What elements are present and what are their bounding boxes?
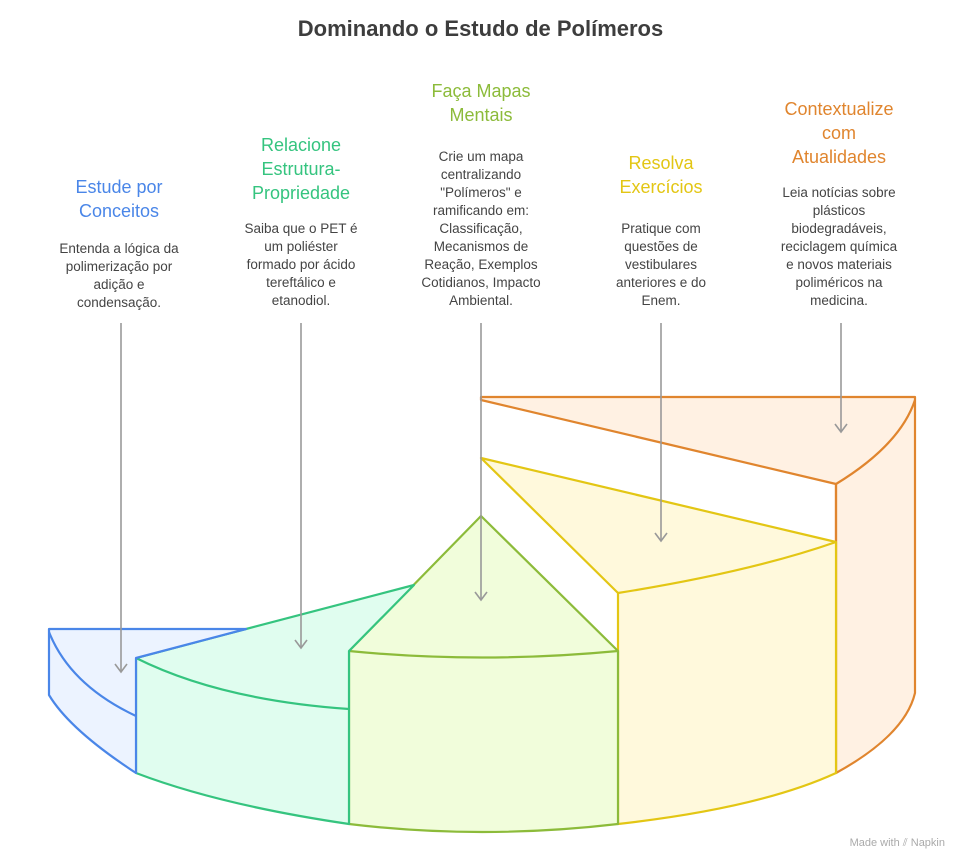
diagram-title: Dominando o Estudo de Polímeros [297,16,664,41]
step-heading: Atualidades [791,147,887,167]
step-heading: com [821,123,856,143]
step-text: anteriores e do [615,275,707,290]
step-text: polimerização por [65,259,173,274]
arrow-1 [114,323,128,674]
step-heading: Contextualize [784,99,894,119]
segment-lime [347,514,620,834]
step-text: medicina. [810,293,868,308]
step-text: adição e [93,277,145,292]
step-text: centralizando [440,167,522,182]
step-heading: Resolva [628,153,694,173]
step-text: poliméricos na [795,275,883,290]
arrow-3 [474,323,488,602]
step-text: Classificação, [439,221,523,236]
napkin-branding: Made with ⫽ Napkin [849,837,945,849]
step-estude-conceitos: Estude por Conceitos Entenda a lógica da… [34,175,204,310]
step-heading: Relacione [260,135,342,155]
step-text: Pratique com [621,221,701,236]
segment-yellow [479,456,838,826]
step-text: vestibulares [624,257,698,272]
step-text: biodegradáveis, [791,221,887,236]
step-heading: Estude por [75,177,163,197]
step-text: Entenda a lógica da [59,241,179,256]
step-text: tereftálico e [266,275,336,290]
step-text: "Polímeros" e [440,185,522,200]
step-text: Enem. [641,293,681,308]
step-text: Cotidianos, Impacto [421,275,541,290]
step-text: Ambiental. [449,293,513,308]
step-text: um poliéster [264,239,338,254]
step-mapas-mentais: Faça Mapas Mentais Crie um mapa centrali… [396,79,566,308]
step-heading: Exercícios [619,177,703,197]
step-text: questões de [624,239,698,254]
step-resolva-exercicios: Resolva Exercícios Pratique com questões… [576,151,746,308]
arrow-5 [834,323,848,434]
step-text: plásticos [812,203,866,218]
step-relacione-estrutura: Relacione Estrutura- Propriedade Saiba q… [216,133,386,308]
step-heading: Estrutura- [261,159,341,179]
step-heading: Conceitos [78,201,160,221]
arrow-4 [654,323,668,543]
step-text: Reação, Exemplos [424,257,538,272]
step-text: condensação. [76,295,162,310]
step-text: Mecanismos de [433,239,529,254]
step-text: etanodiol. [271,293,331,308]
step-text: e novos materiais [786,257,892,272]
segment-green [134,583,416,826]
arrow-2 [294,323,308,650]
step-text: Leia notícias sobre [782,185,896,200]
step-contextualize: Contextualize com Atualidades Leia notíc… [754,97,924,308]
step-text: ramificando em: [432,203,530,218]
step-heading: Mentais [449,105,513,125]
step-heading: Faça Mapas [431,81,531,101]
step-text: Crie um mapa [438,149,524,164]
step-heading: Propriedade [251,183,351,203]
step-text: reciclagem química [780,239,898,254]
step-text: formado por ácido [246,257,356,272]
segment-blue [47,627,248,775]
step-text: Saiba que o PET é [244,221,358,236]
